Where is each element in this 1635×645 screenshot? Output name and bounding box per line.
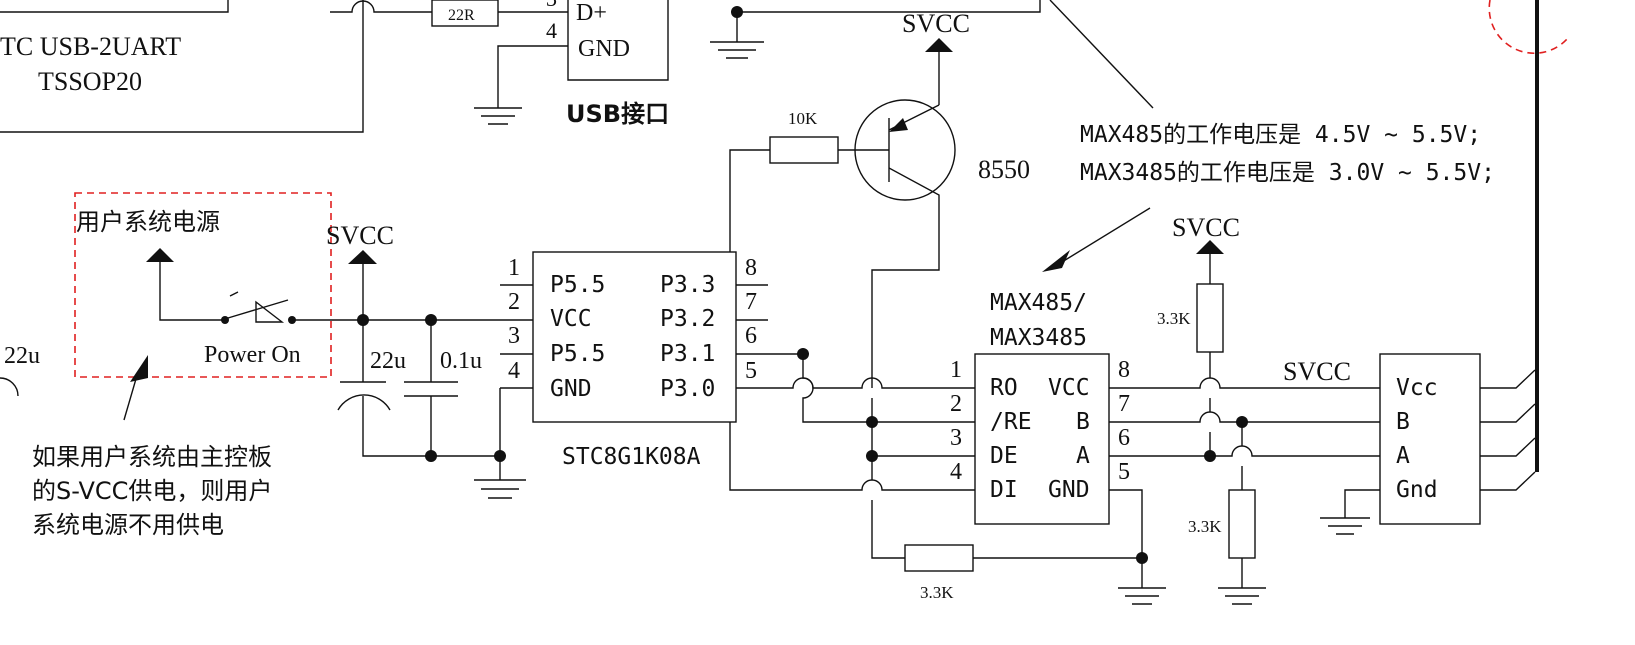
xcvr-pin-name-1: RO	[990, 375, 1018, 401]
connector-pin-b: B	[1396, 409, 1410, 435]
connector-pin-vcc: Vcc	[1396, 375, 1438, 401]
usb-connector-pin3: 3	[546, 0, 557, 11]
mcu-pin-num-7: 7	[745, 289, 757, 315]
mcu-chip: 1 2 3 4 P5.5 VCC P5.5 GND P3.3 P3.2 P3.1…	[500, 251, 790, 470]
user-power-title: 用户系统电源	[76, 208, 220, 236]
mcu-pin-num-3: 3	[508, 323, 520, 349]
power-on-label: Power On	[204, 342, 301, 368]
transistor-model: 8550	[978, 155, 1030, 184]
user-power-note-2: 的S-VCC供电，则用户	[32, 477, 272, 505]
xcvr-pin-num-4: 4	[950, 459, 962, 485]
decoupling-capacitors: SVCC 22u 0.1u	[326, 221, 533, 499]
xcvr-pin-name-5: GND	[1048, 477, 1090, 503]
cap2-label: 0.1u	[440, 348, 482, 374]
xcvr-pin-name-3: DE	[990, 443, 1018, 469]
pnp-transistor: SVCC 10K 8550	[729, 9, 1030, 491]
usb-series-resistor-label: 22R	[448, 7, 475, 24]
mcu-pin-num-5: 5	[745, 358, 757, 384]
xcvr-pin-num-6: 6	[1118, 425, 1130, 451]
xcvr-pin-num-3: 3	[950, 425, 962, 451]
xcvr-pin-num-8: 8	[1118, 357, 1130, 383]
mcu-pin-num-2: 2	[508, 289, 520, 315]
top-svcc-rail	[710, 0, 1041, 59]
highlight-circle	[1488, 0, 1569, 55]
mcu-pin-name-5: P3.0	[660, 376, 715, 402]
mcu-transceiver-wiring	[768, 348, 975, 559]
xcvr-pin-num-1: 1	[950, 357, 962, 383]
usb-uart-chip-package: TSSOP20	[38, 67, 142, 96]
pullup-resistor-label: 3.3K	[1157, 309, 1191, 328]
rs485-transceiver: MAX485/ MAX3485 1 2 3 4 RO /RE DE DI VCC…	[950, 290, 1130, 525]
base-resistor	[769, 136, 839, 164]
usb-connector-dplus: D+	[576, 0, 607, 26]
left-cap-label: 22u	[4, 343, 40, 369]
usb-connector-title: USB接口	[566, 100, 669, 128]
usb-uart-chip: TC USB-2UART TSSOP20	[0, 0, 364, 133]
xcvr-pin-name-6: A	[1076, 443, 1090, 469]
mcu-pin-num-8: 8	[745, 255, 757, 281]
xcvr-pin-num-2: 2	[950, 391, 962, 417]
user-power-section: 用户系统电源 Power On 如果用户系统由主控板 的S-VCC供电，则用户 …	[32, 192, 500, 539]
mcu-pin-name-6: P3.1	[660, 341, 715, 367]
xcvr-pin-num-7: 7	[1118, 391, 1130, 417]
bottom-resistor-net: 3.3K	[904, 489, 1166, 605]
usb-uart-chip-name: TC USB-2UART	[0, 32, 181, 61]
note-max3485: MAX3485的工作电压是 3.0V ~ 5.5V;	[1080, 160, 1495, 186]
bottom-resistor-label: 3.3K	[920, 583, 954, 602]
xcvr-pin-name-8: VCC	[1048, 375, 1090, 401]
left-partial-capacitor: 22u	[0, 343, 40, 397]
mcu-pin-name-8: P3.3	[660, 272, 715, 298]
xcvr-pin-num-5: 5	[1118, 459, 1130, 485]
mcu-pin-num-6: 6	[745, 323, 757, 349]
mcu-name: STC8G1K08A	[562, 444, 701, 470]
usb-dplus-net: 22R	[330, 0, 568, 27]
mcu-pin-num-4: 4	[508, 358, 520, 384]
user-power-note-3: 系统电源不用供电	[32, 511, 224, 539]
svcc-pullup-label: SVCC	[1172, 213, 1240, 242]
transceiver-name-1: MAX485/	[990, 290, 1087, 316]
usb-connector-pin4: 4	[546, 18, 557, 43]
rs485-connector: Vcc B A Gnd	[1379, 353, 1536, 525]
usb-series-resistor	[431, 0, 499, 27]
xcvr-pin-name-2: /RE	[990, 409, 1032, 435]
user-power-note-1: 如果用户系统由主控板	[32, 443, 272, 471]
svcc-mcu-label: SVCC	[326, 221, 394, 250]
xcvr-pin-name-4: DI	[990, 477, 1018, 503]
usb-connector-gnd: GND	[578, 36, 630, 62]
svcc-connector-label: SVCC	[1283, 357, 1351, 386]
mcu-pin-name-2: VCC	[550, 306, 592, 332]
connector-pin-a: A	[1396, 443, 1410, 469]
rs485-bus-network: SVCC 3.3K 3.3K SVCC	[1109, 213, 1380, 605]
mcu-pin-name-7: P3.2	[660, 306, 715, 332]
svcc-transistor-label: SVCC	[902, 9, 970, 38]
mcu-pin-num-1: 1	[508, 255, 520, 281]
xcvr-pin-name-7: B	[1076, 409, 1090, 435]
pulldown-resistor-label: 3.3K	[1188, 517, 1222, 536]
cap1-label: 22u	[370, 348, 406, 374]
pointer-line-top	[1049, 0, 1154, 109]
transceiver-name-2: MAX3485	[990, 325, 1087, 351]
voltage-notes: MAX485的工作电压是 4.5V ~ 5.5V; MAX3485的工作电压是 …	[1042, 122, 1495, 272]
mcu-pin-name-4: GND	[550, 376, 592, 402]
connector-pin-gnd: Gnd	[1396, 477, 1438, 503]
usb-connector: 3 D+ 4 GND USB接口	[474, 0, 669, 128]
mcu-pin-name-3: P5.5	[550, 341, 605, 367]
mcu-pin-name-1: P5.5	[550, 272, 605, 298]
base-resistor-label: 10K	[788, 109, 818, 128]
note-max485: MAX485的工作电压是 4.5V ~ 5.5V;	[1080, 122, 1481, 148]
